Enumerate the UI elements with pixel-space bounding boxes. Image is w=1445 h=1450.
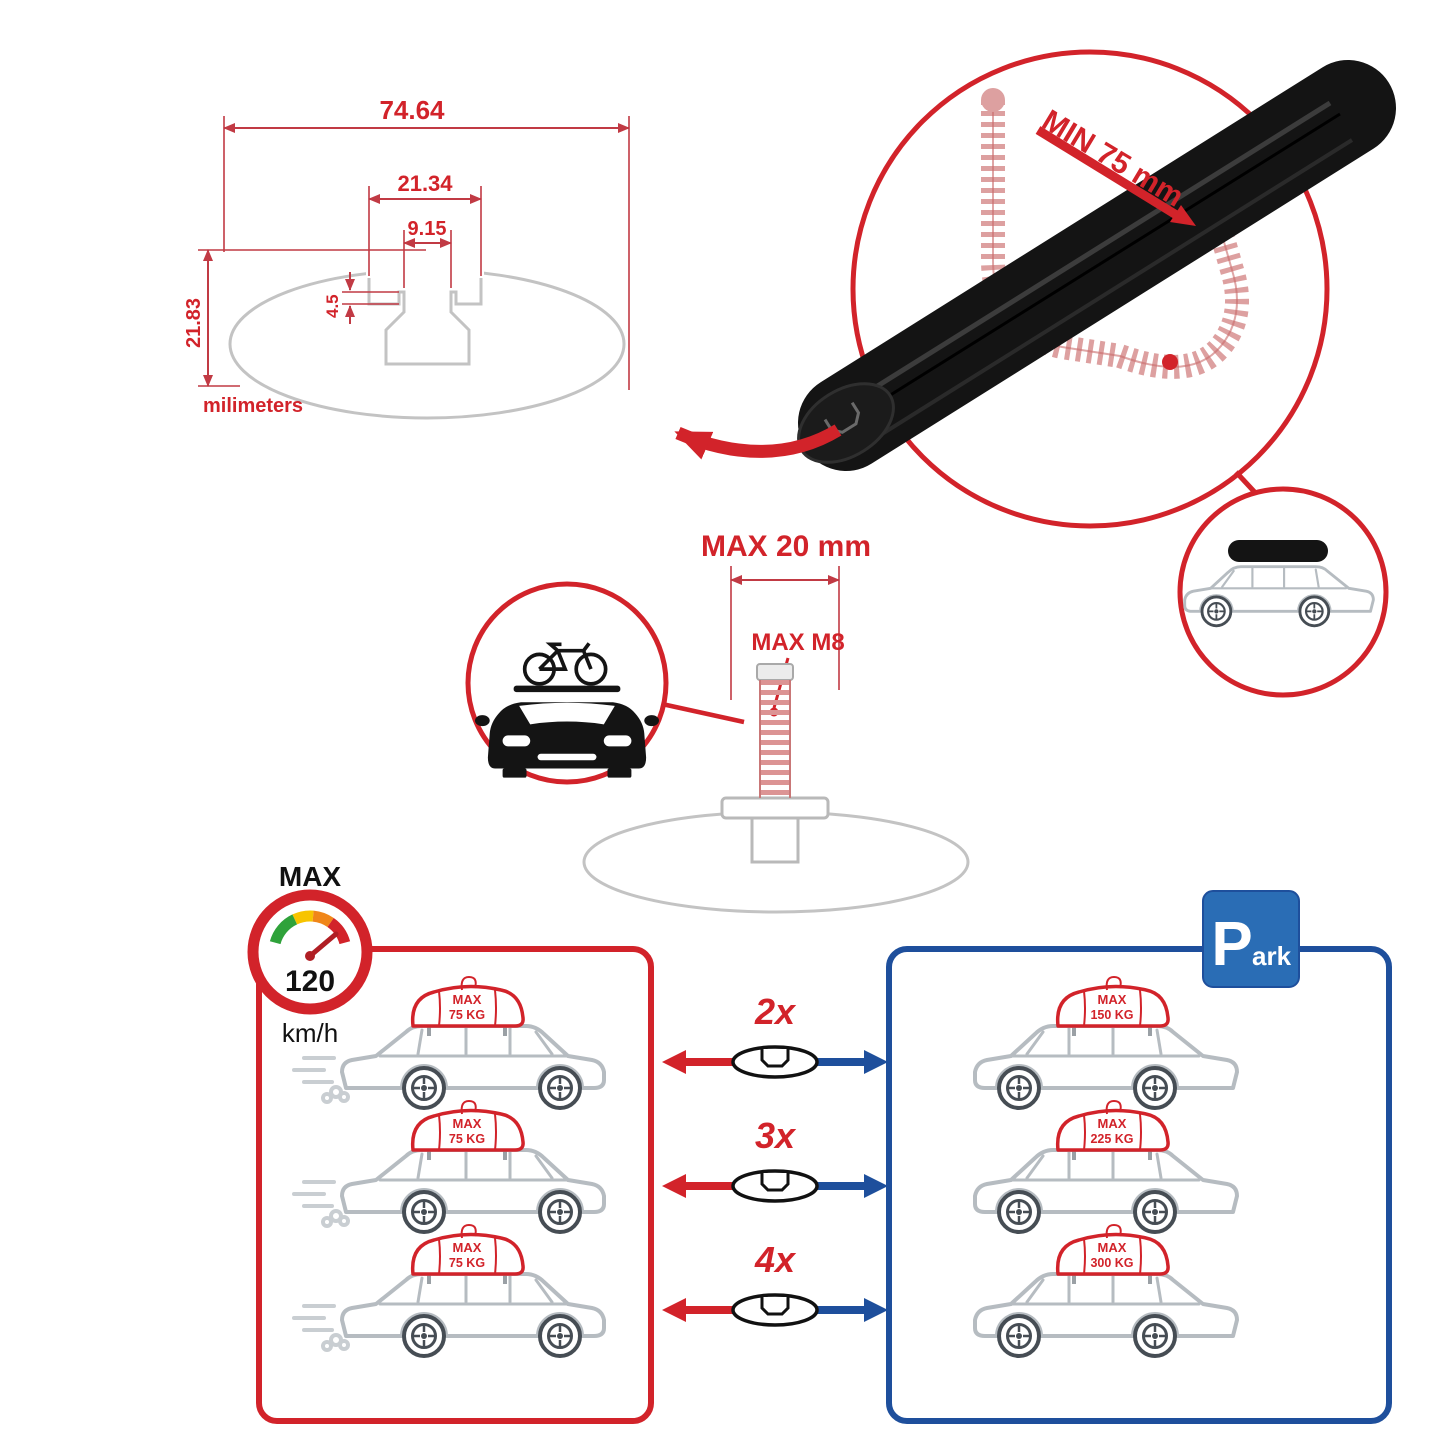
cargo-value: 75 KG [449,1256,485,1270]
speedometer-gauge-arcs [269,910,351,945]
speedometer: MAX 120 km/h [247,861,373,1048]
speed-max-label: MAX [279,861,342,892]
crossbar-3d-callout: MIN 75 mm [674,49,1396,529]
crossbar-3d-icon [797,60,1396,471]
cargo-label: MAX [1098,992,1127,1007]
bolt-icon [756,663,794,800]
speed-unit: km/h [282,1018,338,1048]
units-label: milimeters [203,395,303,417]
cargo-value: 150 KG [1090,1008,1133,1022]
count-label: 3x [755,1115,797,1156]
park-sign: P ark [1202,890,1300,988]
cargo-label: MAX [1098,1240,1127,1255]
speed-panel-cars: MAX 75 KG MAX 75 KG MAX 75 KG [292,975,604,1356]
dim-lip-height: 4.5 [323,294,342,318]
crossbar-count-arrows: 2x 3x 4x [662,991,888,1327]
bolt-spec-diagram: MAX 20 mm MAX M8 [582,530,970,914]
count-label: 4x [754,1239,797,1280]
cargo-label: MAX [453,992,482,1007]
profile-pointer-arrow [674,424,842,460]
dim-total-width: 74.64 [379,95,445,125]
roofbox-icon [1228,540,1328,562]
speedometer-needle [307,931,339,959]
dim-slot-width: 9.15 [408,218,447,240]
car-bike-icon [475,642,659,778]
dim-channel-width: 21.34 [397,171,453,196]
cargo-label: MAX [1098,1116,1127,1131]
cargo-label: MAX [453,1116,482,1131]
bolt-thread-label: MAX M8 [751,629,844,656]
cargo-value: 75 KG [449,1008,485,1022]
park-panel-cars: MAX 150 KG MAX 225 KG MAX 300 KG [975,975,1237,1356]
cargo-value: 225 KG [1090,1132,1133,1146]
park-sign-small: ark [1252,941,1292,971]
t-nut-icon [720,796,830,864]
bolt-length-label: MAX 20 mm [701,530,871,563]
hook-point-dot [1162,354,1178,370]
speed-value: 120 [285,965,335,998]
count-label: 2x [754,991,797,1032]
t-slot-channel [367,278,483,366]
suv-roofbox-callout [1177,470,1389,698]
cargo-value: 300 KG [1090,1256,1133,1270]
dim-total-height: 21.83 [183,298,205,348]
bike-on-car-callout [465,581,745,785]
profile-dimension-diagram: 74.64 21.34 9.15 4.5 21.83 milimeters [183,95,630,420]
cargo-label: MAX [453,1240,482,1255]
cargo-value: 75 KG [449,1132,485,1146]
park-sign-big: P [1211,910,1252,979]
